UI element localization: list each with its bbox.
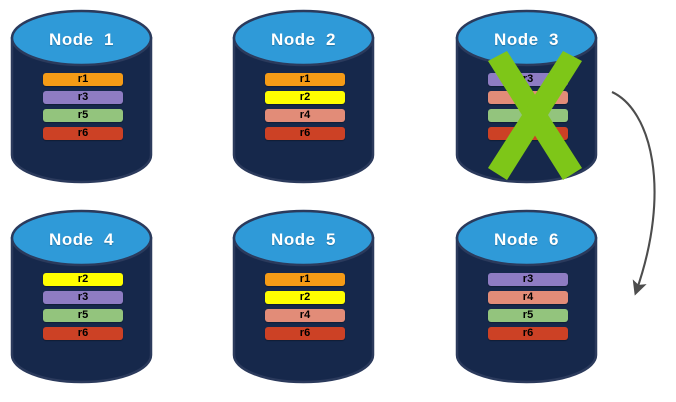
- node-cylinder-1[interactable]: Node 1 r1 r3 r5 r6: [10, 8, 153, 185]
- row-bar[interactable]: r3: [488, 73, 568, 86]
- row-bar[interactable]: r6: [265, 127, 345, 140]
- row-bar[interactable]: r3: [43, 291, 123, 304]
- node-rows-1: r1 r3 r5 r6: [43, 73, 123, 145]
- node-cylinder-5[interactable]: Node 5 r1 r2 r4 r6: [232, 208, 375, 385]
- node-rows-4: r2 r3 r5 r6: [43, 273, 123, 345]
- row-bar[interactable]: r4: [265, 309, 345, 322]
- row-bar[interactable]: r6: [488, 127, 568, 140]
- row-bar[interactable]: r5: [488, 309, 568, 322]
- row-bar[interactable]: r2: [265, 291, 345, 304]
- node-label-3: Node 3: [494, 30, 559, 49]
- row-bar[interactable]: r5: [43, 309, 123, 322]
- row-bar[interactable]: r4: [488, 291, 568, 304]
- row-bar[interactable]: r3: [488, 273, 568, 286]
- row-bar[interactable]: r6: [488, 327, 568, 340]
- node-rows-3: r3 r4 r5 r6: [488, 73, 568, 145]
- node-rows-6: r3 r4 r5 r6: [488, 273, 568, 345]
- row-bar[interactable]: r1: [43, 73, 123, 86]
- row-bar[interactable]: r2: [265, 91, 345, 104]
- row-bar[interactable]: r6: [43, 327, 123, 340]
- row-bar[interactable]: r4: [488, 91, 568, 104]
- row-bar[interactable]: r2: [43, 273, 123, 286]
- node-cylinder-6[interactable]: Node 6 r3 r4 r5 r6: [455, 208, 598, 385]
- node-label-6: Node 6: [494, 230, 559, 249]
- node-label-5: Node 5: [271, 230, 336, 249]
- curved-arrow-icon: [611, 91, 656, 296]
- node-cylinder-3[interactable]: Node 3 r3 r4 r5 r6: [455, 8, 598, 185]
- node-rows-5: r1 r2 r4 r6: [265, 273, 345, 345]
- row-bar[interactable]: r6: [265, 327, 345, 340]
- row-bar[interactable]: r1: [265, 273, 345, 286]
- row-bar[interactable]: r5: [488, 109, 568, 122]
- node-cylinder-4[interactable]: Node 4 r2 r3 r5 r6: [10, 208, 153, 385]
- row-bar[interactable]: r6: [43, 127, 123, 140]
- node-label-4: Node 4: [49, 230, 114, 249]
- node-label-1: Node 1: [49, 30, 114, 49]
- node-label-2: Node 2: [271, 30, 336, 49]
- row-bar[interactable]: r4: [265, 109, 345, 122]
- row-bar[interactable]: r3: [43, 91, 123, 104]
- node-rows-2: r1 r2 r4 r6: [265, 73, 345, 145]
- node-cylinder-2[interactable]: Node 2 r1 r2 r4 r6: [232, 8, 375, 185]
- row-bar[interactable]: r1: [265, 73, 345, 86]
- row-bar[interactable]: r5: [43, 109, 123, 122]
